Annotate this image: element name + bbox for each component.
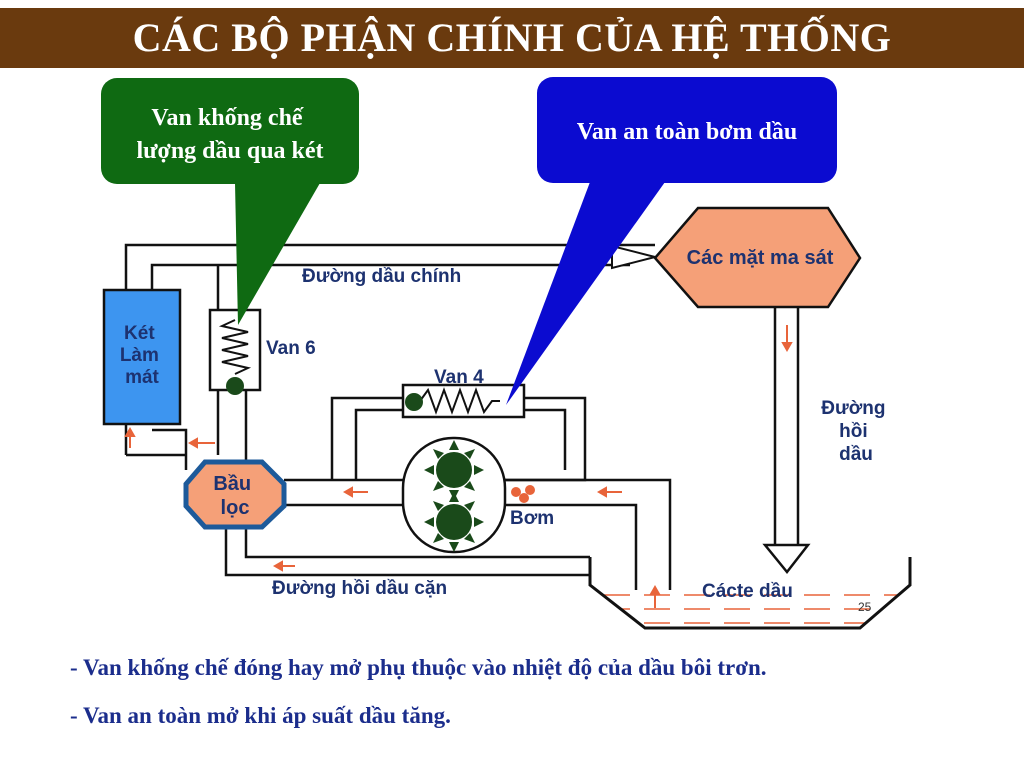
return-arrow — [762, 543, 811, 575]
oil-filter — [183, 459, 287, 530]
radiator-label: Két Làm mát — [120, 323, 164, 388]
friction-label: Các mặt ma sát — [687, 247, 834, 269]
oil-sump — [588, 557, 912, 630]
note-control-valve: - Van khống chế đóng hay mở phụ thuộc và… — [70, 655, 767, 680]
safety-valve-callout — [506, 77, 837, 405]
van6-valve — [208, 308, 262, 395]
sump-label: Cácte dầu — [702, 581, 793, 602]
radiator — [102, 288, 182, 426]
main-line-arrow — [611, 244, 656, 270]
van6-label: Van 6 — [266, 338, 316, 359]
friction-surfaces — [653, 206, 862, 309]
van4-label: Van 4 — [434, 367, 484, 388]
oil-pump — [401, 436, 507, 554]
main-line-label: Đường dầu chính — [302, 266, 461, 287]
page-number: 25 — [858, 600, 872, 614]
safety-valve-callout-text: Van an toàn bơm dầu — [577, 119, 798, 145]
pump-label: Bơm — [510, 508, 554, 529]
note-safety-valve: - Van an toàn mở khi áp suất dầu tăng. — [70, 703, 451, 728]
van4-valve — [401, 383, 526, 419]
flow-arrows — [124, 325, 793, 608]
control-valve-callout-text: Van khống chế lượng dầu qua két — [136, 105, 323, 164]
lubrication-diagram: Két Làm mát Van 6 Van 4 Đường dầu chính … — [101, 77, 912, 630]
return-line-label: Đường hồi dầu — [821, 398, 890, 465]
title-bar: CÁC BỘ PHẬN CHÍNH CỦA HỆ THỐNG — [0, 8, 1024, 68]
page-title: CÁC BỘ PHẬN CHÍNH CỦA HỆ THỐNG — [132, 15, 892, 60]
sludge-return-label: Đường hồi dầu cặn — [272, 578, 447, 599]
control-valve-callout — [101, 78, 359, 325]
filter-label: Bầu lọc — [213, 473, 256, 519]
